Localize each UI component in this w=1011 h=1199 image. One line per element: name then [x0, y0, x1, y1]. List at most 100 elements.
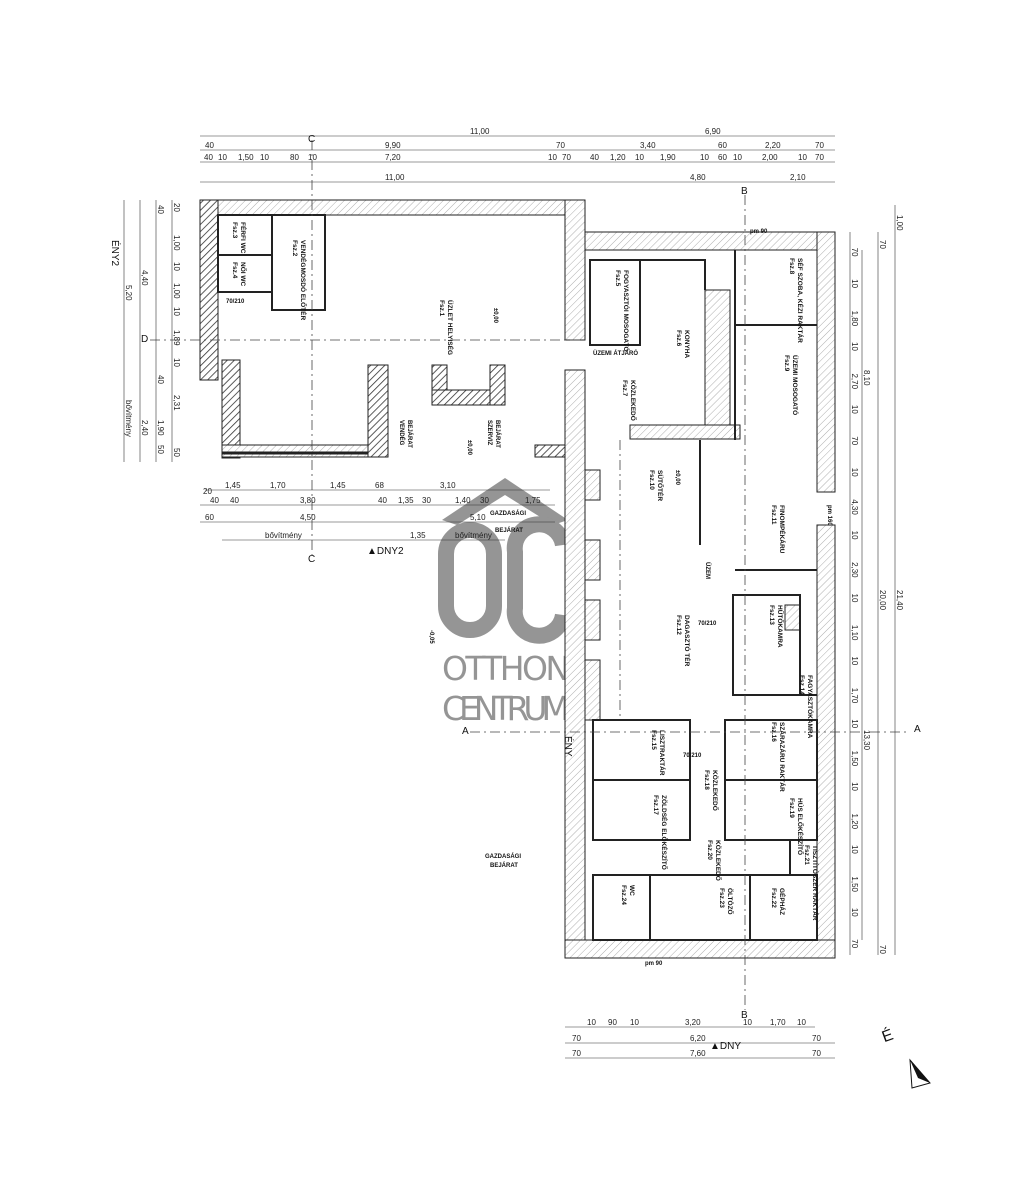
dimension-label: 4,40 [140, 270, 149, 286]
annotations: ÜZEMI ÁTJÁRÓ GAZDASÁGI BEJÁRAT GAZDASÁGI… [226, 229, 832, 967]
dimension-label: 2,30 [850, 562, 859, 578]
dimension-label: 50 [156, 445, 165, 454]
room-name: SÜTŐTÉR [656, 470, 665, 501]
dimension-label: bővítmény [455, 531, 492, 540]
dimension-label: 3,20 [685, 1018, 701, 1027]
door-label: pm 90 [750, 229, 768, 235]
dimension-label: 4,30 [850, 499, 859, 515]
room-number: Fsz.12 [675, 615, 682, 635]
dimension-label: 10 [308, 153, 317, 162]
dimension-label: 11,00 [470, 127, 490, 136]
dimension-label: 10 [548, 153, 557, 162]
room-name: SÉF SZOBA, KÉZI RAKTÁR [796, 258, 805, 343]
dimension-label: 10 [850, 719, 859, 728]
dimension-label: 70 [812, 1049, 821, 1058]
dimension-label: 60 [718, 141, 727, 150]
door-label: pm 90 [645, 961, 663, 967]
dimension-label: 40 [205, 141, 214, 150]
room-number: Fsz.11 [770, 505, 777, 525]
dimension-label: 1,00 [172, 283, 181, 299]
dimension-label: 10 [850, 279, 859, 288]
dimension-label: 10 [172, 307, 181, 316]
dimension-label: 10 [260, 153, 269, 162]
dimension-label: 70 [572, 1034, 581, 1043]
dimension-label: 20,00 [878, 590, 887, 611]
door-label: pm 160 [826, 505, 832, 526]
dimension-label: 1,50 [850, 876, 859, 892]
label-bejarat-szerviz: BEJÁRAT [494, 420, 501, 448]
dimension-label: 1,70 [770, 1018, 786, 1027]
label-gazdasagi-2: GAZDASÁGI [485, 853, 521, 860]
dimension-label: 11,00 [385, 173, 405, 182]
room-number: Fsz.19 [788, 798, 795, 818]
room-name: KÖZLEKEDŐ [711, 770, 720, 811]
dimension-label: 10 [850, 782, 859, 791]
dimension-label: 7,20 [385, 153, 401, 162]
elevation-eny: ÉNY [562, 736, 575, 757]
dimension-label: 21,40 [895, 590, 904, 611]
dimension-label: 70 [562, 153, 571, 162]
dimension-label: 70 [815, 141, 824, 150]
dimension-label: 70 [812, 1034, 821, 1043]
dimension-label: 1,10 [850, 625, 859, 641]
dimension-label: 8,10 [862, 370, 871, 386]
door-label: 70/210 [226, 299, 245, 305]
label-bejarat-2: BEJÁRAT [490, 862, 518, 869]
level-marker: -0,05 [428, 630, 434, 644]
dimension-label: 5,10 [470, 513, 486, 522]
dimension-label: 40 [210, 496, 219, 505]
section-c-bottom: C [308, 554, 315, 565]
room-name: ZÖLDSÉG ELŐKÉSZÍTŐ [660, 795, 669, 870]
room-name: NŐI WC [239, 262, 248, 286]
dimension-label: 1,45 [225, 481, 241, 490]
dimension-label: bővítmény [265, 531, 302, 540]
section-b-top: B [741, 186, 748, 197]
dimension-label: 10 [850, 468, 859, 477]
dimension-label: 1,20 [850, 814, 859, 830]
dimension-label: 10 [700, 153, 709, 162]
dimension-label: 1,40 [455, 496, 471, 505]
dimension-label: 2,31 [172, 395, 181, 411]
room-number: Fsz.23 [718, 888, 725, 908]
door-label: 70/210 [698, 621, 717, 627]
room-name: DAGASZTÓ TÉR [683, 615, 692, 667]
room-name: FOGYASZTÓI MOSOGATÓ [622, 270, 631, 352]
dimension-label: 10 [797, 1018, 806, 1027]
dimension-label: 70 [556, 141, 565, 150]
dimension-label: 10 [850, 342, 859, 351]
dimension-label: 70 [850, 939, 859, 948]
room-name: ÜZEMI MOSOGATÓ [791, 355, 800, 415]
room-number: Fsz.1 [438, 300, 445, 317]
dimension-label: 30 [422, 496, 431, 505]
dimension-label: 2,70 [850, 373, 859, 389]
room-name: LISZTRAKTÁR [658, 730, 667, 776]
section-a-left: A [462, 726, 469, 737]
room-number: Fsz.6 [675, 330, 682, 347]
room-name: KÖZLEKEDŐ [714, 840, 723, 881]
room-name: FÉRFI WC [239, 222, 248, 254]
dimension-label: 80 [290, 153, 299, 162]
dimension-label: 4,50 [300, 513, 316, 522]
room-number: Fsz.3 [231, 222, 238, 239]
room-number: Fsz.5 [614, 270, 621, 287]
section-c-top: C [308, 134, 315, 145]
dimension-label: 1,70 [270, 481, 286, 490]
dimension-label: 40 [156, 375, 165, 384]
dimension-label: 2,40 [140, 420, 149, 436]
room-number: Fsz.8 [788, 258, 795, 275]
level-marker: ±0,00 [492, 308, 498, 324]
dimension-lines [123, 135, 896, 1059]
room-number: Fsz.2 [291, 240, 298, 257]
